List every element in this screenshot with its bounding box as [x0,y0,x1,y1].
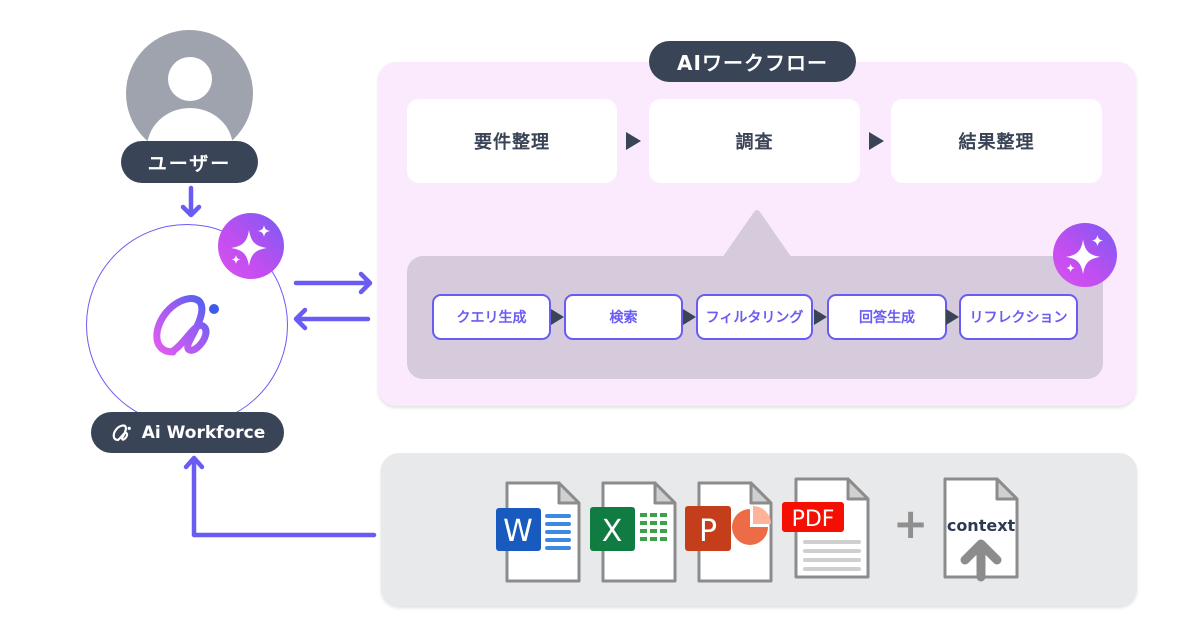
step-arrow-icon [626,132,641,150]
user-label: ユーザー [121,141,258,183]
sub-step-arrow-icon [946,309,959,325]
avatar-head [168,57,212,101]
arrow-workflow-to-agent [293,307,371,331]
arrow-agent-to-workflow [293,271,373,295]
ai-workflow-title: AIワークフロー [649,41,856,82]
sub-step-arrow-icon [551,309,564,325]
sparkle-icon [1065,234,1104,275]
sub-step-arrow-icon [814,309,827,325]
workflow-sparkle-badge [1053,223,1117,287]
sub-step-query-generation: クエリ生成 [432,294,551,340]
pdf-label: PDF [792,507,835,532]
arrow-files-to-agent [183,455,377,538]
pdf-file-icon: PDF [782,477,870,579]
workflow-step-requirements: 要件整理 [407,99,617,183]
ai-workforce-text: Ai Workforce [141,422,266,443]
word-letter: W [503,514,533,549]
ai-workforce-label: Ai Workforce [91,412,284,453]
arrow-user-to-agent [180,185,202,218]
sub-panel-pointer [722,210,792,258]
context-label: context [947,516,1016,535]
sub-step-reflection: リフレクション [959,294,1078,340]
sub-step-filtering: フィルタリング [696,294,813,340]
user-avatar-icon [126,30,253,157]
ai-workforce-logo-icon [153,295,219,356]
workflow-step-research: 調査 [649,99,860,183]
sub-step-answer-generation: 回答生成 [827,294,947,340]
word-file-icon: W [496,481,581,583]
excel-letter: X [602,514,623,549]
excel-file-icon: X [590,481,677,583]
plus-sign: + [893,499,929,548]
sparkle-icon [231,225,270,266]
upload-context-icon: context [943,477,1019,582]
sub-step-arrow-icon [683,309,696,325]
step-arrow-icon [869,132,884,150]
sub-step-search: 検索 [564,294,683,340]
agent-sparkle-badge [218,213,284,279]
powerpoint-letter: P [699,514,717,549]
powerpoint-file-icon: P [685,481,773,583]
ai-workforce-mini-logo-icon [112,423,131,441]
workflow-step-results: 結果整理 [891,99,1102,183]
